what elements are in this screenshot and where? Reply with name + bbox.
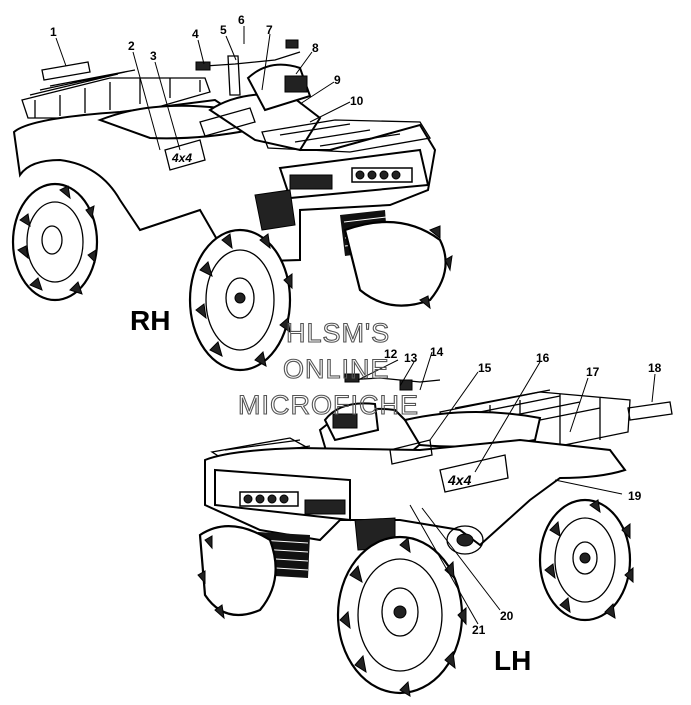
callout-8: 8 [312, 41, 319, 55]
svg-text:4x4: 4x4 [447, 472, 472, 488]
callout-5: 5 [220, 23, 227, 37]
lh-view-label: LH [494, 645, 531, 676]
callout-14: 14 [430, 345, 444, 359]
callout-13: 13 [404, 351, 418, 365]
callout-15: 15 [478, 361, 492, 375]
atv-rh-view: 4x4 [11, 39, 453, 372]
callout-20: 20 [500, 609, 514, 623]
callout-7: 7 [266, 23, 273, 37]
watermark: HLSM'S ONLINE MICROFICHE [237, 317, 419, 420]
leader-lines [55, 26, 656, 625]
callout-16: 16 [536, 351, 550, 365]
callout-labels: 1 2 3 4 5 6 7 8 9 10 12 13 14 15 16 17 1… [50, 13, 662, 637]
callout-19: 19 [628, 489, 642, 503]
callout-9: 9 [334, 73, 341, 87]
callout-4: 4 [192, 27, 199, 41]
svg-text:4x4: 4x4 [171, 151, 192, 165]
callout-2: 2 [128, 39, 135, 53]
watermark-line-1: HLSM'S [286, 318, 390, 348]
watermark-line-3: MICROFICHE [238, 390, 419, 420]
atv-lh-view: 4x4 [41, 61, 673, 697]
watermark-line-2: ONLINE [283, 354, 390, 384]
callout-18: 18 [648, 361, 662, 375]
callout-17: 17 [586, 365, 600, 379]
callout-6: 6 [238, 13, 245, 27]
callout-1: 1 [50, 25, 57, 39]
rh-view-label: RH [130, 305, 170, 336]
callout-21: 21 [472, 623, 486, 637]
callout-12: 12 [384, 347, 398, 361]
callout-3: 3 [150, 49, 157, 63]
callout-10: 10 [350, 94, 364, 108]
